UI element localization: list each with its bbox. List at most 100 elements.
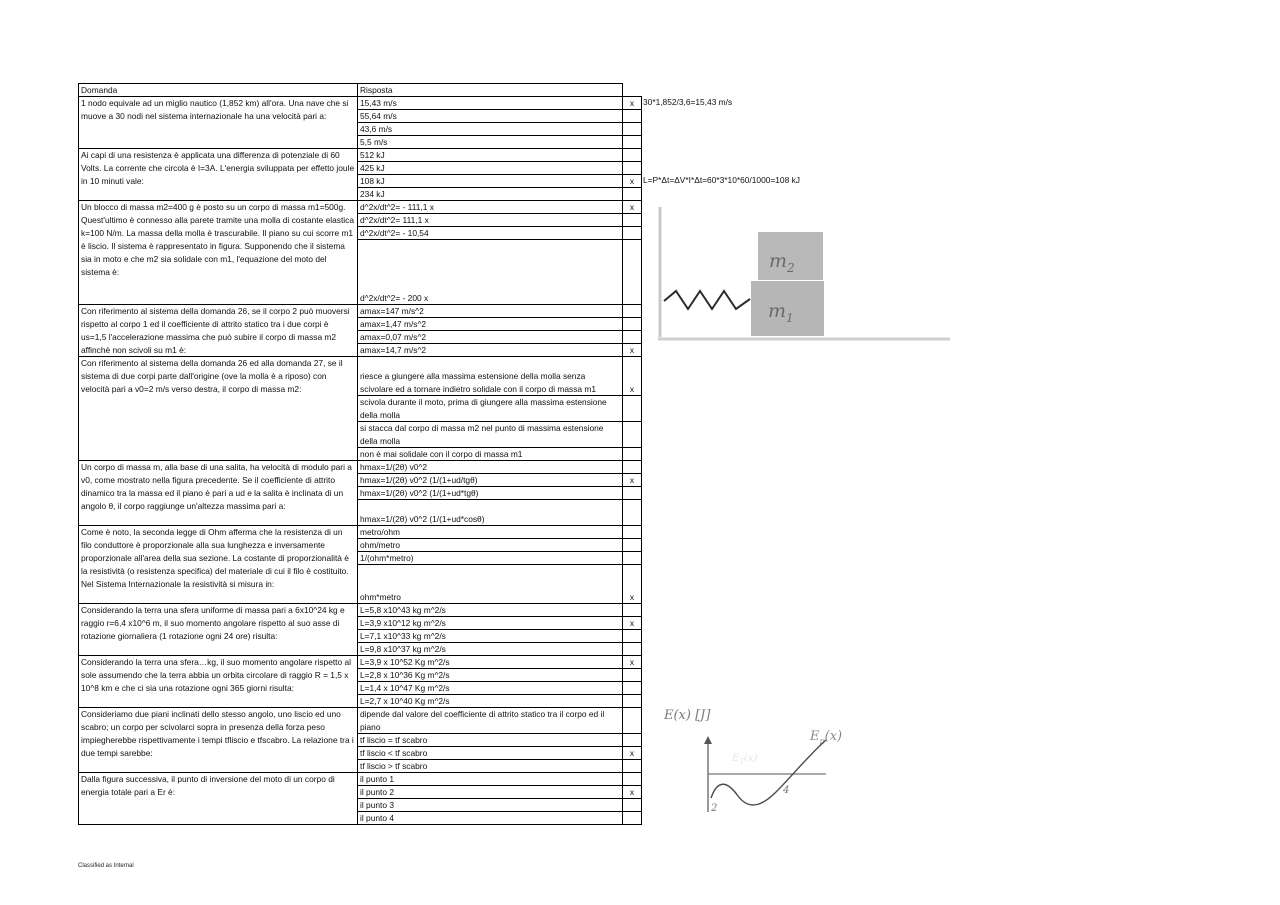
- answer-mark: [622, 629, 642, 643]
- answer-cell: il punto 3: [357, 798, 623, 812]
- answer-cell: d^2x/dt^2= - 10,54: [357, 226, 623, 240]
- block-m2: [758, 232, 823, 280]
- answer-cell: il punto 1: [357, 772, 623, 786]
- answer-mark: [622, 317, 642, 331]
- answer-cell: il punto 4: [357, 811, 623, 825]
- question-cell: 1 nodo equivale ad un miglio nautico (1,…: [78, 96, 358, 149]
- answer-cell: 15,43 m/s: [357, 96, 623, 110]
- answer-mark: x: [622, 343, 642, 357]
- answer-mark: [622, 421, 642, 448]
- question-cell: Un blocco di massa m2=400 g è posto su u…: [78, 200, 358, 305]
- question-cell: Considerando la terra una sfera uniforme…: [78, 603, 358, 656]
- answer-cell: L=5,8 x10^43 kg m^2/s: [357, 603, 623, 617]
- answer-mark: [622, 759, 642, 773]
- header-answer: Risposta: [357, 83, 623, 97]
- answer-cell: il punto 2: [357, 785, 623, 799]
- header-question: Domanda: [78, 83, 358, 97]
- answer-mark: x: [622, 96, 642, 110]
- answer-mark: [622, 733, 642, 747]
- answer-mark: [622, 213, 642, 227]
- answer-cell: amax=0,07 m/s^2: [357, 330, 623, 344]
- answer-cell: L=2,8 x 10^36 Kg m^2/s: [357, 668, 623, 682]
- answer-mark: [622, 811, 642, 825]
- answer-mark: [622, 447, 642, 461]
- answer-mark: [622, 499, 642, 526]
- point-4-label: 4: [782, 785, 789, 796]
- answer-cell: L=1,4 x 10^47 Kg m^2/s: [357, 681, 623, 695]
- answer-cell: tf liscio = tf scabro: [357, 733, 623, 747]
- answer-mark: x: [622, 356, 642, 396]
- answer-mark: x: [622, 785, 642, 799]
- question-cell: Consideriamo due piani inclinati dello s…: [78, 707, 358, 773]
- answer-mark: [622, 161, 642, 175]
- et-faint-label: ET(x): [731, 753, 758, 766]
- answer-cell: dipende dal valore del coefficiente di a…: [357, 707, 623, 734]
- answer-mark: [622, 330, 642, 344]
- answer-mark: [622, 551, 642, 565]
- m2-label: m2: [769, 250, 795, 275]
- answer-cell: 5,5 m/s: [357, 135, 623, 149]
- answer-cell: 512 kJ: [357, 148, 623, 162]
- question-cell: Un corpo di massa m, alla base di una sa…: [78, 460, 358, 526]
- answer-mark: [622, 460, 642, 474]
- answer-cell: hmax=1/(2θ) v0^2 (1/(1+ud/tgθ): [357, 473, 623, 487]
- question-cell: Con riferimento al sistema della domanda…: [78, 304, 358, 357]
- answer-mark: [622, 395, 642, 422]
- answer-mark: [622, 187, 642, 201]
- answer-cell: amax=14,7 m/s^2: [357, 343, 623, 357]
- answer-cell: metro/ohm: [357, 525, 623, 539]
- solution-note: 30*1,852/3,6=15,43 m/s: [643, 97, 733, 107]
- answer-mark: [622, 239, 642, 305]
- answer-mark: x: [622, 473, 642, 487]
- answer-cell: riesce a giungere alla massima estension…: [357, 356, 623, 396]
- question-cell: Come è noto, la seconda legge di Ohm aff…: [78, 525, 358, 604]
- answer-cell: L=3,9 x10^12 kg m^2/s: [357, 616, 623, 630]
- answer-cell: d^2x/dt^2= - 200 x: [357, 239, 623, 305]
- solution-note: L=P*Δt=ΔV*I*Δt=60*3*10*60/1000=108 kJ: [643, 175, 800, 185]
- answer-cell: 108 kJ: [357, 174, 623, 188]
- energy-axis-label: E(x) [J]: [663, 708, 711, 723]
- answer-cell: L=3,9 x 10^52 Kg m^2/s: [357, 655, 623, 669]
- answer-cell: ohm*metro: [357, 564, 623, 604]
- answer-mark: [622, 798, 642, 812]
- m1-label: m1: [768, 300, 794, 325]
- ep-curve-label: Ep(x): [809, 729, 842, 746]
- answer-mark: [622, 525, 642, 539]
- answer-mark: [622, 109, 642, 123]
- answer-cell: hmax=1/(2θ) v0^2 (1/(1+ud*cosθ): [357, 499, 623, 526]
- answer-mark: [622, 226, 642, 240]
- answer-cell: 234 kJ: [357, 187, 623, 201]
- answer-cell: scivola durante il moto, prima di giunge…: [357, 395, 623, 422]
- question-cell: Con riferimento al sistema della domanda…: [78, 356, 358, 461]
- answer-cell: tf liscio > tf scabro: [357, 759, 623, 773]
- answer-cell: amax=1,47 m/s^2: [357, 317, 623, 331]
- energy-curve-figure: E(x) [J] Ep(x) ET(x) 2 4: [656, 700, 862, 818]
- answer-mark: x: [622, 616, 642, 630]
- answer-cell: tf liscio < tf scabro: [357, 746, 623, 760]
- answer-cell: L=7,1 x10^33 kg m^2/s: [357, 629, 623, 643]
- answer-cell: si stacca dal corpo di massa m2 nel punt…: [357, 421, 623, 448]
- spring-blocks-figure: m2 m1: [652, 205, 952, 347]
- answer-cell: amax=147 m/s^2: [357, 304, 623, 318]
- answer-cell: hmax=1/(2θ) v0^2 (1/(1+ud*tgθ): [357, 486, 623, 500]
- answer-mark: [622, 122, 642, 136]
- answer-mark: x: [622, 174, 642, 188]
- answer-mark: x: [622, 655, 642, 669]
- answer-mark: [622, 148, 642, 162]
- answer-cell: non è mai solidale con il corpo di massa…: [357, 447, 623, 461]
- answer-mark: [622, 707, 642, 734]
- answer-mark: [622, 486, 642, 500]
- answer-mark: [622, 694, 642, 708]
- answer-mark: [622, 603, 642, 617]
- answer-cell: ohm/metro: [357, 538, 623, 552]
- answer-cell: d^2x/dt^2= 111,1 x: [357, 213, 623, 227]
- question-cell: Considerando la terra una sfera…kg, il s…: [78, 655, 358, 708]
- answer-mark: [622, 642, 642, 656]
- answer-mark: [622, 681, 642, 695]
- answer-cell: 43,6 m/s: [357, 122, 623, 136]
- answer-mark: [622, 304, 642, 318]
- answer-mark: x: [622, 564, 642, 604]
- answer-mark: x: [622, 200, 642, 214]
- classification-footer: Classified as Internal: [78, 863, 134, 869]
